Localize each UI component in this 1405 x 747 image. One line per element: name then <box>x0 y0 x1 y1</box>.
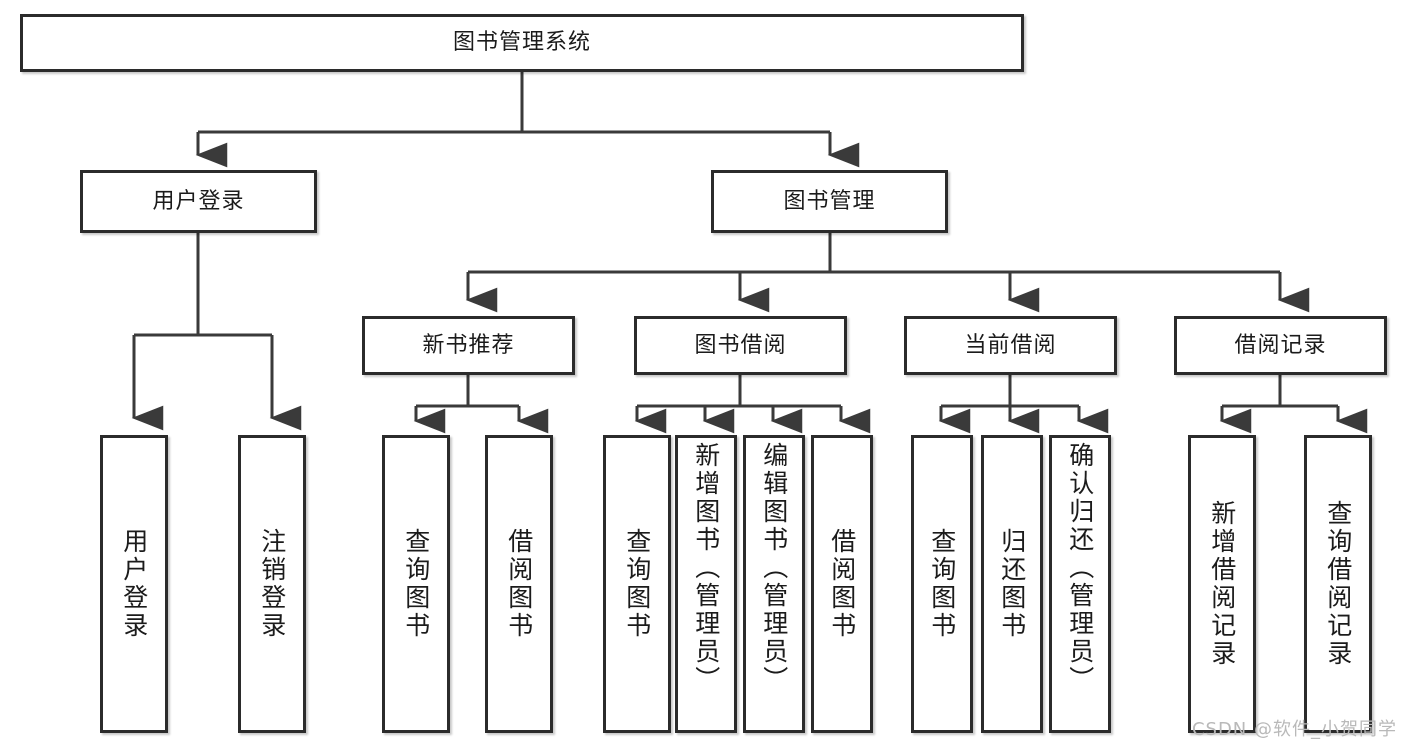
node-borrowing-records[interactable]: 借阅记录 <box>1174 316 1387 375</box>
node-label: 图书管理系统 <box>452 30 591 56</box>
node-new-book-recommendation[interactable]: 新书推荐 <box>362 316 575 375</box>
leaf-query-books-current[interactable]: 查询图书 <box>911 435 973 733</box>
node-label: 确认归还（管理员） <box>1065 442 1095 694</box>
node-label: 用户登录 <box>119 528 149 640</box>
node-label: 借阅图书 <box>504 528 534 640</box>
node-label: 新增图书（管理员） <box>691 442 721 694</box>
leaf-query-borrow-record[interactable]: 查询借阅记录 <box>1304 435 1372 733</box>
leaf-borrow-books-recommend[interactable]: 借阅图书 <box>485 435 553 733</box>
node-book-borrowing[interactable]: 图书借阅 <box>634 316 847 375</box>
node-label: 借阅图书 <box>827 528 857 640</box>
node-label: 图书管理 <box>783 188 876 214</box>
leaf-user-login[interactable]: 用户登录 <box>100 435 168 733</box>
leaf-query-books-borrow[interactable]: 查询图书 <box>603 435 671 733</box>
node-label: 查询图书 <box>622 528 652 640</box>
node-label: 查询借阅记录 <box>1323 500 1353 668</box>
leaf-query-books-recommend[interactable]: 查询图书 <box>382 435 450 733</box>
leaf-edit-book-admin[interactable]: 编辑图书（管理员） <box>743 435 805 733</box>
node-label: 查询图书 <box>401 528 431 640</box>
node-current-borrowing[interactable]: 当前借阅 <box>904 316 1117 375</box>
node-label: 查询图书 <box>927 528 957 640</box>
node-label: 归还图书 <box>997 528 1027 640</box>
node-label: 新增借阅记录 <box>1207 500 1237 668</box>
node-label: 用户登录 <box>152 188 245 214</box>
node-user-login[interactable]: 用户登录 <box>80 170 317 233</box>
leaf-confirm-return-admin[interactable]: 确认归还（管理员） <box>1049 435 1111 733</box>
node-label: 当前借阅 <box>964 332 1057 358</box>
leaf-logout[interactable]: 注销登录 <box>238 435 306 733</box>
node-label: 编辑图书（管理员） <box>759 442 789 694</box>
leaf-add-book-admin[interactable]: 新增图书（管理员） <box>675 435 737 733</box>
node-label: 注销登录 <box>257 528 287 640</box>
leaf-add-borrow-record[interactable]: 新增借阅记录 <box>1188 435 1256 733</box>
node-label: 借阅记录 <box>1234 332 1327 358</box>
csdn-watermark: CSDN @软件_小贺同学 <box>1191 719 1397 740</box>
node-book-management[interactable]: 图书管理 <box>711 170 948 233</box>
node-root-book-management-system[interactable]: 图书管理系统 <box>20 14 1024 72</box>
node-label: 新书推荐 <box>422 332 515 358</box>
leaf-return-books[interactable]: 归还图书 <box>981 435 1043 733</box>
leaf-borrow-books[interactable]: 借阅图书 <box>811 435 873 733</box>
node-label: 图书借阅 <box>694 332 787 358</box>
